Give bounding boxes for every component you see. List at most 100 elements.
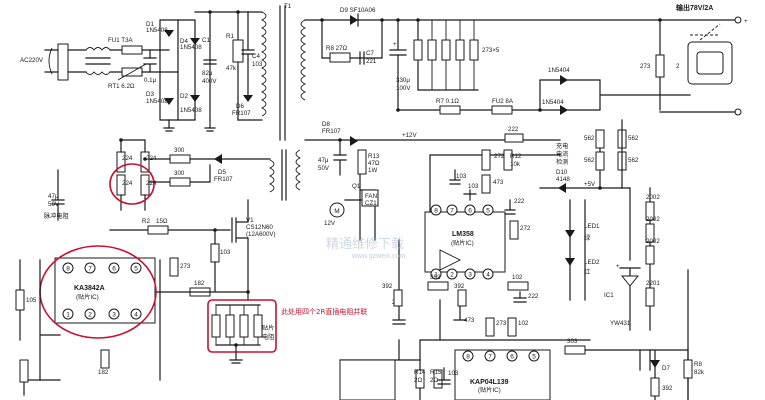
resistor-273-2 [427,39,437,61]
diode-d6-label: D6 [236,103,244,110]
ic1-cap-plus: + [616,263,620,270]
resistor-392-a [393,289,403,307]
resistor-273-1 [413,39,423,61]
secondary-winding-icon [300,19,307,101]
resistor-300-2-label: 300 [174,170,185,177]
resistor-r15-value: 2Ω [430,377,438,384]
ic-lm358-sub: (贴片IC) [451,239,474,247]
ac-input-label: AC220V [20,57,44,64]
u1-pin-top-7 [84,262,96,274]
u3-pin-top-7-label: 7 [488,353,492,360]
bridge-rectifier: D1 1N5408 D3 1N5408 D4 1N5408 D2 1N5408 [146,19,202,132]
u2-pin-top-8 [430,204,442,216]
u2-pin-top-8-label: 8 [434,207,438,214]
output-minus-terminal [734,108,742,116]
resistor-r13-value: 47Ω [368,160,380,167]
diode-d5-label: D5 [218,169,226,176]
fb-note-label: 脉冲电阻 [44,212,69,220]
charge-note-line1: 充电 [556,142,568,150]
diode-d3-icon [164,98,174,105]
diode-d4-label: D4 [180,38,188,45]
resistor-105 [15,289,25,311]
resistor-r14-value: 2Ω [414,377,422,384]
cap-aux-value: 47μ [48,193,59,200]
resistor-r13-label: R13 [368,153,380,160]
diode-d3-type: 1N5408 [146,98,168,105]
diode-d4-type: 1N5408 [180,44,202,51]
u2-pin-bot-3-label: 3 [468,271,472,278]
diode-d8-icon [350,136,358,146]
resistor-r2-label: R2 [142,218,150,225]
diode-d5-type: FR107 [214,176,233,183]
resistor-r12-value: 10k [510,161,521,168]
diode-d2-type: 1N5408 [180,107,202,114]
resistor-102-b-label: 102 [518,320,529,327]
resistor-300-1-label: 300 [174,147,185,154]
cap-222a-label: 222 [514,198,525,205]
u3-pin-top-8 [462,350,474,362]
diode-d8-type: FR107 [322,128,341,135]
resistor-273-c [485,317,495,337]
charge-note-line2: 电流 [556,150,568,158]
resistor-392-c [457,289,467,307]
resistor-273-b-label: 273 [180,263,191,270]
diode-1n5404a-icon [560,75,568,85]
resistor-r2-value: 15Ω [156,218,168,225]
fan-label: FAN [365,193,377,200]
diode-d1-type: 1N5408 [146,27,168,34]
resistor-562-1 [595,129,605,149]
resistor-r14-label: R14 [414,369,426,376]
resistor-r13-power: 1W [368,167,377,174]
resistor-2002-1-label: 2002 [646,194,660,201]
mosfet-v1-label: V1 [246,217,254,224]
resistor-2002-3-label: 2002 [646,238,660,245]
led1-icon [565,230,575,238]
resistor-2201-label: 2201 [646,280,660,287]
u3-pin-top-8-label: 8 [466,353,470,360]
resistor-r7-label: R7 0.1Ω [436,98,459,105]
resistor-562-2 [595,151,605,171]
cap-c4-value: 103 [252,61,263,68]
resistor-272-b-label: 272 [520,225,531,232]
resistor-562-4-label: 562 [628,157,639,164]
opamp-icon [439,249,462,271]
u1-pin-top-8-label: 8 [66,265,70,272]
resistor-2002-2 [645,223,655,243]
resistor-r15-label: R15 [430,369,442,376]
sense-resistor-4 [253,314,263,338]
resistor-392-c-label: 392 [454,283,465,290]
led1-label: LED1 [584,223,600,230]
resistor-273-3 [441,39,451,61]
resistor-473 [481,174,491,194]
cap-c1-voltage: 400V [202,78,217,85]
highlight-sense-resistors [207,299,277,353]
cap-222-fb-label: 222 [528,293,539,300]
resistor-182-b [100,349,110,369]
rail-12v-label: +12V [402,132,417,139]
resistor-272 [481,149,491,171]
diode-d8-label: D8 [322,121,330,128]
resistor-392-a-label: 392 [382,283,393,290]
cap-out-plus: + [393,41,397,48]
cap-drv-value: 47μ [318,157,329,164]
u2-pin-top-5 [482,204,494,216]
resistor-222-top [504,133,524,143]
u2-pin-bot-2 [446,268,458,280]
u1-pin-bot-4 [130,308,142,320]
diode-d6-type: FR107 [232,110,251,117]
cap-473-label: 473 [464,317,475,324]
resistor-303-label: 303 [567,338,578,345]
resistor-r1 [232,39,244,63]
diode-d7-label: D7 [662,365,670,372]
cap-aux-voltage: 50V [48,201,60,208]
cap-c1-icon [203,59,217,65]
diode-d9-label: D9 SF10A06 [340,7,376,14]
u3-pin-top-6 [506,350,518,362]
diode-d2-label: D2 [180,93,188,100]
resistor-102-b [507,317,517,337]
sense-resistor-2 [225,314,235,338]
cap-103-ic-label: 103 [448,370,459,377]
aux-12v-section: +12V D8 FR107 47μ 50V R13 47Ω 1W M 12V Q… [304,121,561,337]
diode-d7-icon [650,360,660,368]
